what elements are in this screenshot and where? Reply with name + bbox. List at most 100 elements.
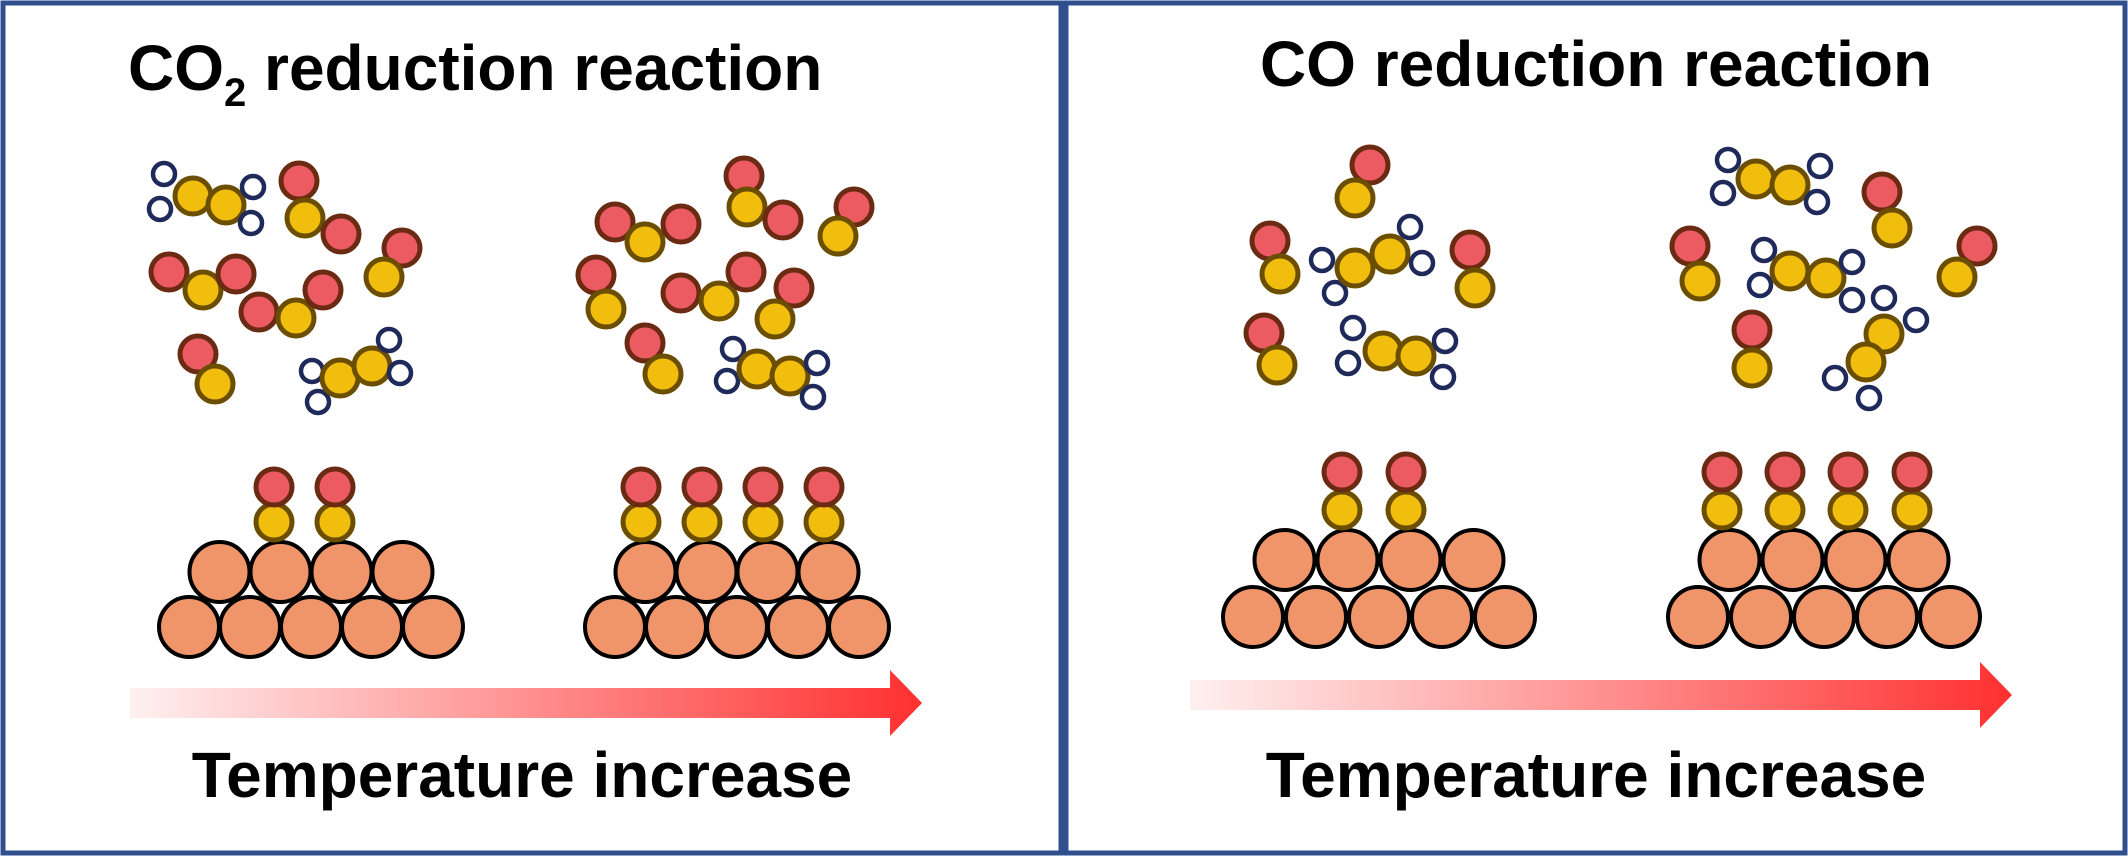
carbon-atom-icon [1891, 489, 1933, 531]
panel-frame-co [1063, 0, 2128, 856]
hydrogen-atom-icon [386, 359, 414, 387]
hydrogen-atom-icon [1431, 327, 1459, 355]
hydrogen-atom-icon [799, 383, 827, 411]
oxygen-atom-icon [302, 269, 344, 311]
copper-atom-icon [1666, 585, 1730, 649]
copper-atom-icon [1473, 585, 1537, 649]
atom-layer [146, 144, 1998, 659]
oxygen-atom-icon [1827, 451, 1869, 493]
oxygen-atom-icon [620, 466, 662, 508]
hydrogen-atom-icon [1855, 384, 1883, 412]
oxygen-atom-icon [681, 466, 723, 508]
oxygen-atom-icon [278, 160, 320, 202]
hydrogen-atom-icon [304, 388, 332, 416]
carbon-atom-icon [681, 501, 723, 543]
copper-atom-icon [644, 595, 708, 659]
hydrogen-atom-icon [1308, 246, 1336, 274]
copper-atom-icon [705, 595, 769, 659]
copper-atom-icon [613, 540, 678, 604]
oxygen-atom-icon [660, 203, 702, 245]
axis-label-right: Temperature increase [1266, 739, 1926, 811]
copper-atom-icon [796, 540, 861, 604]
copper-atom-icon [1792, 585, 1856, 649]
copper-atom-icon [1284, 585, 1348, 649]
carbon-atom-icon [585, 288, 627, 330]
axis-label-left: Temperature increase [192, 739, 852, 811]
carbon-atom-icon [726, 186, 768, 228]
oxygen-atom-icon [1349, 144, 1391, 186]
carbon-atom-icon [363, 256, 405, 298]
copper-atom-icon [1315, 528, 1380, 592]
copper-atom-icon [1378, 528, 1443, 592]
oxygen-atom-icon [1449, 229, 1491, 271]
oxygen-atom-icon [177, 333, 219, 375]
carbon-atom-icon [642, 353, 684, 395]
hydrogen-atom-icon [1838, 248, 1866, 276]
hydrogen-atom-icon [1750, 236, 1778, 264]
copper-atom-icon [1823, 528, 1888, 592]
carbon-atom-icon [1769, 164, 1811, 206]
carbon-atom-icon [253, 501, 295, 543]
copper-atom-icon [1729, 585, 1793, 649]
carbon-atom-icon [736, 348, 778, 390]
copper-atom-icon [766, 595, 830, 659]
carbon-atom-icon [1871, 207, 1913, 249]
carbon-atom-icon [1735, 158, 1777, 200]
carbon-atom-icon [754, 298, 796, 340]
hydrogen-atom-icon [1806, 152, 1834, 180]
hydrogen-atom-icon [1709, 179, 1737, 207]
carbon-atom-icon [1701, 489, 1743, 531]
oxygen-atom-icon [314, 466, 356, 508]
copper-atom-icon [1918, 585, 1982, 649]
oxygen-atom-icon [1385, 451, 1427, 493]
oxygen-atom-icon [238, 291, 280, 333]
oxygen-atom-icon [1764, 451, 1806, 493]
oxygen-atom-icon [148, 251, 190, 293]
carbon-atom-icon [1845, 341, 1887, 383]
carbon-atom-icon [742, 501, 784, 543]
hydrogen-atom-icon [803, 349, 831, 377]
hydrogen-atom-icon [237, 209, 265, 237]
copper-atom-icon [827, 595, 891, 659]
hydrogen-atom-icon [1746, 271, 1774, 299]
carbon-atom-icon [1764, 489, 1806, 531]
carbon-atom-icon [205, 184, 247, 226]
temperature-arrow-right [1190, 662, 2012, 728]
oxygen-atom-icon [725, 251, 767, 293]
copper-atom-icon [1252, 528, 1317, 592]
carbon-atom-icon [1454, 267, 1496, 309]
copper-atom-icon [309, 540, 374, 604]
carbon-atom-icon [620, 501, 662, 543]
copper-atom-icon [1760, 528, 1825, 592]
oxygen-atom-icon [762, 199, 804, 241]
carbon-atom-icon [351, 345, 393, 387]
copper-atom-icon [1855, 585, 1919, 649]
hydrogen-atom-icon [1408, 249, 1436, 277]
hydrogen-atom-icon [150, 160, 178, 188]
oxygen-atom-icon [575, 254, 617, 296]
hydrogen-atom-icon [1803, 188, 1831, 216]
carbon-atom-icon [1334, 247, 1376, 289]
carbon-atom-icon [284, 197, 326, 239]
carbon-atom-icon [1334, 177, 1376, 219]
copper-atom-icon [279, 595, 343, 659]
carbon-atom-icon [314, 501, 356, 543]
hydrogen-atom-icon [1902, 306, 1930, 334]
copper-atom-icon [1697, 528, 1762, 592]
hydrogen-atom-icon [719, 335, 747, 363]
oxygen-atom-icon [773, 267, 815, 309]
copper-atom-icon [340, 595, 404, 659]
oxygen-atom-icon [253, 466, 295, 508]
hydrogen-atom-icon [1821, 364, 1849, 392]
copper-atom-icon [1441, 528, 1506, 592]
carbon-atom-icon [769, 355, 811, 397]
carbon-atom-icon [1805, 257, 1847, 299]
copper-atom-icon [401, 595, 465, 659]
copper-atom-icon [1221, 585, 1285, 649]
carbon-atom-icon [1827, 489, 1869, 531]
hydrogen-atom-icon [1334, 349, 1362, 377]
carbon-atom-icon [1259, 253, 1301, 295]
carbon-atom-icon [194, 363, 236, 405]
carbon-atom-icon [182, 269, 224, 311]
carbon-atom-icon [1321, 489, 1363, 531]
